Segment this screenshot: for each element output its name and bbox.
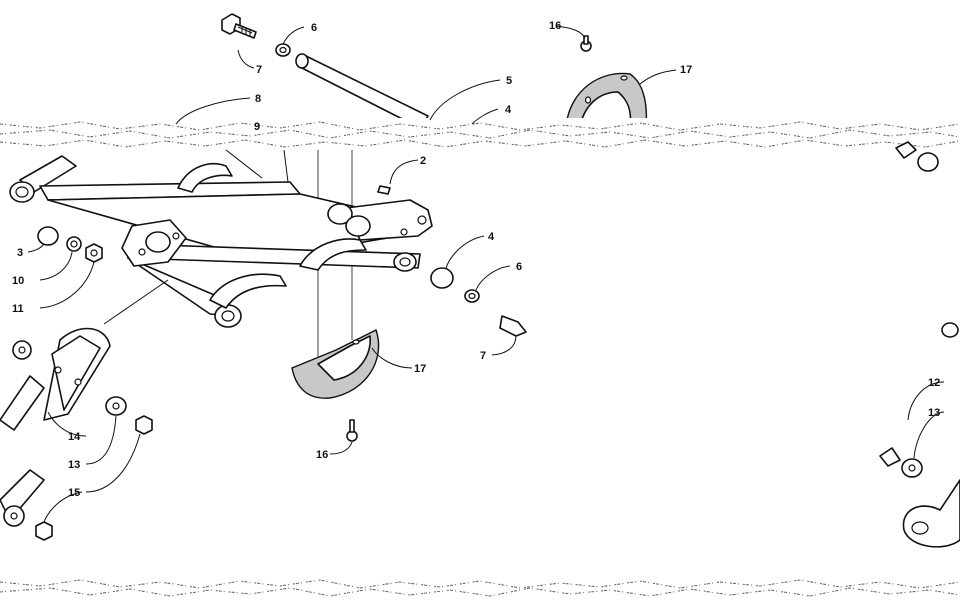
- callout-14: 14: [68, 431, 81, 443]
- right-hardware: [430, 267, 527, 337]
- callout-7-right: 7: [480, 350, 486, 362]
- callout-5: 5: [506, 75, 512, 87]
- callout-4-top: 4: [505, 104, 512, 116]
- callout-13-right: 13: [928, 407, 940, 419]
- callout-16-bottom: 16: [316, 449, 328, 461]
- callout-7-top: 7: [256, 64, 262, 76]
- washer-top: [275, 43, 291, 57]
- left-hardware: [37, 226, 103, 263]
- callout-15: 15: [68, 487, 80, 499]
- callout-6-top: 6: [311, 22, 317, 34]
- torn-edge-bottom: [0, 576, 960, 600]
- shaft-top: [295, 53, 429, 129]
- left-arm: [0, 327, 153, 541]
- callout-labels: 6 7 16 17 5 4 8 9 2 3 10 11 4 6 7 17 16 …: [12, 20, 940, 499]
- swingarm-assembly: [9, 150, 433, 360]
- callout-10: 10: [12, 275, 24, 287]
- callout-17-bottom: 17: [414, 363, 426, 375]
- callout-13-left: 13: [68, 459, 80, 471]
- leader-lines: [27, 25, 945, 523]
- shield-bottom: [291, 329, 380, 399]
- callout-16-top: 16: [549, 20, 561, 32]
- callout-12: 12: [928, 377, 940, 389]
- screw-top: [580, 35, 592, 52]
- callout-8: 8: [255, 93, 261, 105]
- callout-17-top: 17: [680, 64, 692, 76]
- shield-top: [565, 72, 648, 127]
- callout-3: 3: [17, 247, 23, 259]
- top-parts-group: [221, 13, 648, 129]
- callout-6-right: 6: [516, 261, 522, 273]
- callout-4-right: 4: [488, 231, 495, 243]
- callout-11: 11: [12, 303, 24, 315]
- right-arm: [879, 141, 960, 548]
- torn-edge-top: [0, 118, 960, 150]
- screw-bottom: [346, 419, 358, 442]
- callout-2: 2: [420, 155, 426, 167]
- callout-9: 9: [254, 121, 260, 133]
- bolt-top: [221, 13, 257, 39]
